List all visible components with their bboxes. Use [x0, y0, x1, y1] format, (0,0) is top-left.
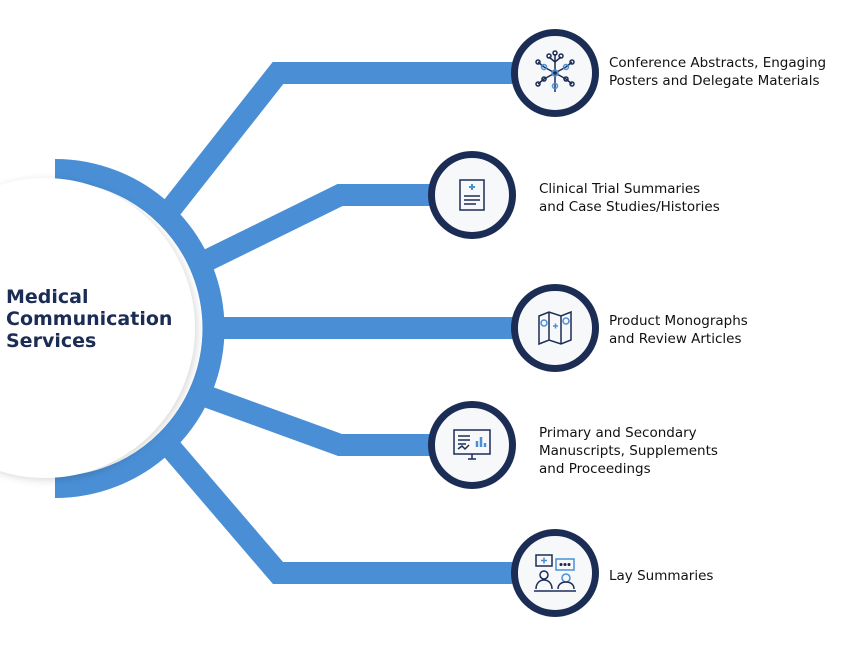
service-label-lay: Lay Summaries	[609, 567, 713, 585]
service-node-conference	[511, 29, 599, 117]
medical-brochure-icon	[538, 310, 572, 346]
label-line: Product Monographs	[609, 313, 748, 329]
service-node-lay	[511, 529, 599, 617]
doctor-patient-chat-icon	[534, 554, 576, 592]
label-line: Conference Abstracts, Engaging	[609, 55, 827, 71]
service-label-manuscripts: Primary and Secondary Manuscripts, Suppl…	[539, 424, 718, 478]
monitor-chart-icon	[453, 429, 491, 460]
label-line: and Proceedings	[539, 461, 651, 477]
service-label-clinical: Clinical Trial Summaries and Case Studie…	[539, 180, 720, 216]
label-line: and Case Studies/Histories	[539, 199, 720, 215]
branch-4	[204, 386, 430, 456]
hub-circle	[0, 178, 195, 478]
label-line: Clinical Trial Summaries	[539, 181, 701, 197]
label-line: Lay Summaries	[609, 568, 714, 584]
hub-title: Medical Communication Services	[6, 286, 172, 352]
branch-5	[161, 439, 515, 584]
title-line: Communication	[6, 308, 173, 330]
label-line: and Review Articles	[609, 331, 742, 347]
medical-clipboard-icon	[459, 179, 485, 211]
label-line: Posters and Delegate Materials	[609, 73, 820, 89]
label-line: Primary and Secondary	[539, 425, 697, 441]
branch-1	[161, 62, 515, 217]
molecule-network-icon	[535, 50, 575, 92]
service-node-monographs	[511, 284, 599, 372]
service-node-manuscripts	[428, 401, 516, 489]
service-label-conference: Conference Abstracts, Engaging Posters a…	[609, 54, 826, 90]
title-line: Medical	[6, 286, 89, 308]
label-line: Manuscripts, Supplements	[539, 443, 718, 459]
service-label-monographs: Product Monographs and Review Articles	[609, 312, 748, 348]
branch-2	[203, 184, 430, 270]
title-line: Services	[6, 330, 97, 352]
service-node-clinical	[428, 151, 516, 239]
